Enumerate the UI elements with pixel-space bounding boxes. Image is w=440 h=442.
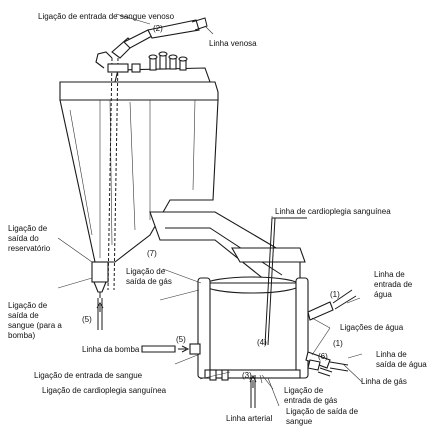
callout-3: (3) bbox=[242, 371, 252, 380]
label-venous-line: Linha venosa bbox=[209, 39, 257, 48]
label-blood-inlet: Ligação de entrada de sangue bbox=[34, 371, 143, 380]
label-blood-outlet-pump: Ligação de saída de sangue (para a bomba… bbox=[8, 301, 64, 340]
label-water-outlet-line: Linha de saída de água bbox=[376, 350, 427, 369]
label-reservoir-outlet: Ligação de saída do reservatório bbox=[8, 224, 51, 253]
callout-7: (7) bbox=[147, 249, 157, 258]
oxygenator bbox=[197, 276, 309, 381]
callout-1-top: (1) bbox=[330, 290, 340, 299]
label-gas-line: Linha de gás bbox=[361, 377, 407, 386]
callout-6: (6) bbox=[318, 352, 328, 361]
reservoir-lid-top bbox=[114, 67, 211, 83]
callout-5-reservoir: (5) bbox=[82, 315, 92, 324]
label-gas-outlet: Ligação de saída de gás bbox=[126, 267, 172, 286]
lid-ports bbox=[131, 51, 188, 73]
cardioplegia-line bbox=[264, 217, 273, 346]
callout-5-pump: (5) bbox=[176, 335, 186, 344]
venous-line-tube bbox=[147, 19, 200, 39]
label-blood-outlet: Ligação de saída de sangue bbox=[286, 407, 360, 426]
label-venous-inlet: Ligação de entrada de sangue venoso bbox=[38, 12, 175, 21]
venous-inlet-tube bbox=[107, 57, 113, 291]
label-water-connections: Ligações de água bbox=[340, 323, 404, 332]
label-cardioplegia-line: Linha de cardioplegia sanguínea bbox=[275, 207, 391, 216]
label-arterial-line: Linha arterial bbox=[226, 414, 272, 423]
water-lines bbox=[305, 289, 357, 377]
reservoir-lid bbox=[59, 81, 219, 101]
pump-line-tube bbox=[141, 345, 176, 353]
label-pump-line: Linha da bomba bbox=[82, 345, 140, 354]
callout-1-bottom: (1) bbox=[333, 339, 343, 348]
venous-inlet-port bbox=[95, 29, 153, 73]
callout-2: (2) bbox=[153, 24, 163, 33]
label-water-inlet-line: Linha de entrada de água bbox=[374, 270, 415, 299]
reservoir-outlet bbox=[91, 261, 109, 298]
label-gas-inlet: Ligação de entrada de gás bbox=[284, 386, 337, 405]
label-blood-cardioplegia-conn: Ligação de cardioplegia sanguínea bbox=[42, 386, 167, 395]
callout-4: (4) bbox=[257, 338, 267, 347]
